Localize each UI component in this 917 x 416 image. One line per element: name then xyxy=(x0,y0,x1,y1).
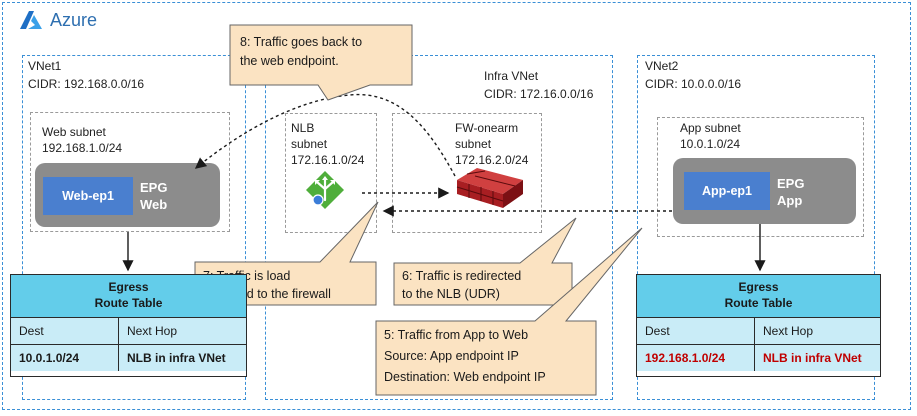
callout-5-shape xyxy=(375,227,643,396)
app-endpoint[interactable]: App-ep1 xyxy=(684,172,770,210)
nlb-subnet-l2: subnet xyxy=(291,137,328,151)
route-table-left-header: Egress Route Table xyxy=(11,275,246,318)
azure-logo-icon xyxy=(20,11,42,29)
route-table-right-nexthop: NLB in infra VNet xyxy=(763,351,862,365)
firewall-icon[interactable] xyxy=(453,166,525,210)
route-table-left-row[interactable]: 10.0.1.0/24 NLB in infra VNet xyxy=(11,345,246,371)
epg-app-label-2: App xyxy=(777,193,803,208)
callout-6-shape xyxy=(393,217,577,306)
web-subnet xyxy=(30,112,230,232)
callout-5-line2: Source: App endpoint IP xyxy=(384,349,519,363)
route-table-left-title2: Route Table xyxy=(94,296,163,310)
fw-subnet-l1: FW-onearm xyxy=(455,121,519,135)
route-table-right-title1: Egress xyxy=(738,280,779,294)
azure-label: Azure xyxy=(50,9,98,30)
web-subnet-cidr: 192.168.1.0/24 xyxy=(42,141,123,155)
route-table-right-col-nexthop: Next Hop xyxy=(763,324,814,338)
app-subnet-cidr: 10.0.1.0/24 xyxy=(680,137,741,151)
route-table-right-row[interactable]: 192.168.1.0/24 NLB in infra VNet xyxy=(637,345,880,371)
web-endpoint[interactable]: Web-ep1 xyxy=(43,177,133,215)
vnet2-cidr: CIDR: 10.0.0.0/16 xyxy=(645,77,742,91)
infra-vnet-cidr: CIDR: 172.16.0.0/16 xyxy=(484,87,594,101)
callout-5-line3: Destination: Web endpoint IP xyxy=(384,370,546,384)
route-table-right-column-headers: Dest Next Hop xyxy=(637,318,880,345)
route-table-left-nexthop: NLB in infra VNet xyxy=(127,351,226,365)
route-table-left-dest: 10.0.1.0/24 xyxy=(11,345,119,371)
callout-8-shape xyxy=(229,24,413,101)
nlb-subnet-l3: 172.16.1.0/24 xyxy=(291,153,365,167)
web-subnet-title: Web subnet xyxy=(42,125,106,139)
infra-vnet-name: Infra VNet xyxy=(484,69,539,83)
route-table-right: Egress Route Table Dest Next Hop 192.168… xyxy=(636,274,881,377)
fw-subnet-l3: 172.16.2.0/24 xyxy=(455,153,529,167)
vnet1-cidr: CIDR: 192.168.0.0/16 xyxy=(28,77,145,91)
vnet1-boundary xyxy=(22,55,246,400)
nlb-subnet-l1: NLB xyxy=(291,121,315,135)
route-table-left-column-headers: Dest Next Hop xyxy=(11,318,246,345)
vnet1-name: VNet1 xyxy=(28,59,62,73)
epg-web-label-1: EPG xyxy=(140,180,168,195)
callout-5-line1: 5: Traffic from App to Web xyxy=(384,328,529,342)
route-table-left-title1: Egress xyxy=(108,280,149,294)
route-table-right-header: Egress Route Table xyxy=(637,275,880,318)
callout-8-line2: the web endpoint. xyxy=(240,54,339,68)
vnet2-boundary xyxy=(637,55,875,400)
route-table-left-col-dest: Dest xyxy=(11,318,119,344)
route-table-right-dest: 192.168.1.0/24 xyxy=(637,345,755,371)
vnet2-name: VNet2 xyxy=(645,59,679,73)
callout-6-line1: 6: Traffic is redirected xyxy=(402,269,522,283)
route-table-left: Egress Route Table Dest Next Hop 10.0.1.… xyxy=(10,274,247,377)
route-table-right-title2: Route Table xyxy=(724,296,793,310)
azure-brand: Azure xyxy=(20,8,97,32)
callout-6-line2: to the NLB (UDR) xyxy=(402,287,500,301)
infra-vnet-boundary xyxy=(265,55,613,400)
load-balancer-icon[interactable] xyxy=(305,170,345,210)
route-table-left-col-nexthop: Next Hop xyxy=(127,324,178,338)
epg-app-label-1: EPG xyxy=(777,176,805,191)
route-table-right-col-dest: Dest xyxy=(637,318,755,344)
app-subnet-title: App subnet xyxy=(680,121,741,135)
epg-web-label-2: Web xyxy=(140,197,168,212)
fw-subnet xyxy=(392,113,542,233)
azure-boundary xyxy=(2,2,911,410)
callout-8-line1: 8: Traffic goes back to xyxy=(240,35,363,49)
fw-subnet-l2: subnet xyxy=(455,137,492,151)
nlb-subnet xyxy=(285,113,377,233)
